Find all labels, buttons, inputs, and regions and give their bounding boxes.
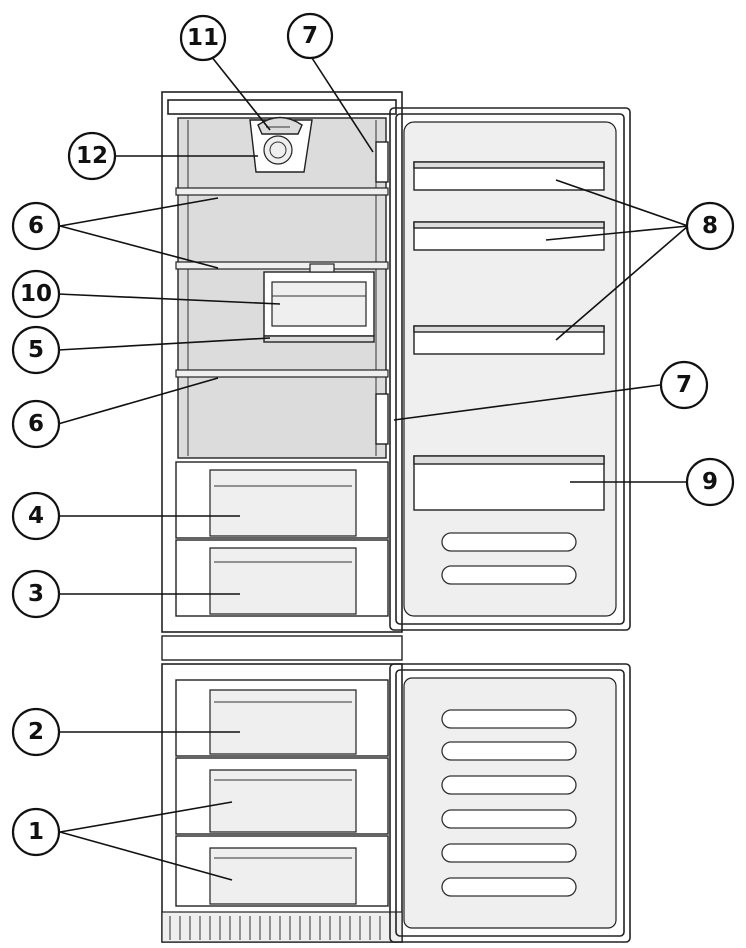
- rear-shelf-supports: [375, 141, 389, 445]
- callout-6-top-label: 6: [28, 213, 44, 239]
- callout-1-label: 1: [28, 819, 44, 845]
- thermostat-housing: [249, 116, 313, 173]
- callout-3: 3: [11, 569, 61, 619]
- callout-7-top: 7: [286, 12, 334, 60]
- freezer-cabinet: [161, 663, 403, 943]
- callout-3-label: 3: [28, 581, 44, 607]
- callout-9: 9: [685, 457, 735, 507]
- callout-8-label: 8: [702, 213, 718, 239]
- callout-4-label: 4: [28, 503, 44, 529]
- callout-12: 12: [67, 131, 117, 181]
- callout-10-label: 10: [20, 281, 52, 307]
- callout-9-label: 9: [702, 469, 718, 495]
- callout-8: 8: [685, 201, 735, 251]
- callout-6-bottom-label: 6: [28, 411, 44, 437]
- callout-6-top: 6: [11, 201, 61, 251]
- leader-lines: [57, 55, 689, 881]
- callout-1: 1: [11, 807, 61, 857]
- callout-12-label: 12: [76, 143, 108, 169]
- freezer-door: [389, 663, 631, 943]
- base-grille: [169, 916, 391, 940]
- callout-7-bottom: 7: [659, 360, 709, 410]
- callout-11: 11: [179, 14, 227, 62]
- callout-2-label: 2: [28, 719, 44, 745]
- callout-10: 10: [11, 269, 61, 319]
- callout-5: 5: [11, 325, 61, 375]
- crisper-drawers: [175, 461, 389, 617]
- callout-2: 2: [11, 707, 61, 757]
- callout-5-label: 5: [28, 337, 44, 363]
- callout-6-bottom: 6: [11, 399, 61, 449]
- fridge-door: [389, 107, 631, 631]
- callout-4: 4: [11, 491, 61, 541]
- callout-7-top-label: 7: [302, 23, 318, 49]
- compartment-divider: [161, 635, 403, 661]
- callout-7-bottom-label: 7: [676, 372, 692, 398]
- callout-11-label: 11: [187, 25, 219, 51]
- storage-compartment: [263, 263, 375, 343]
- glass-shelves: [175, 187, 389, 378]
